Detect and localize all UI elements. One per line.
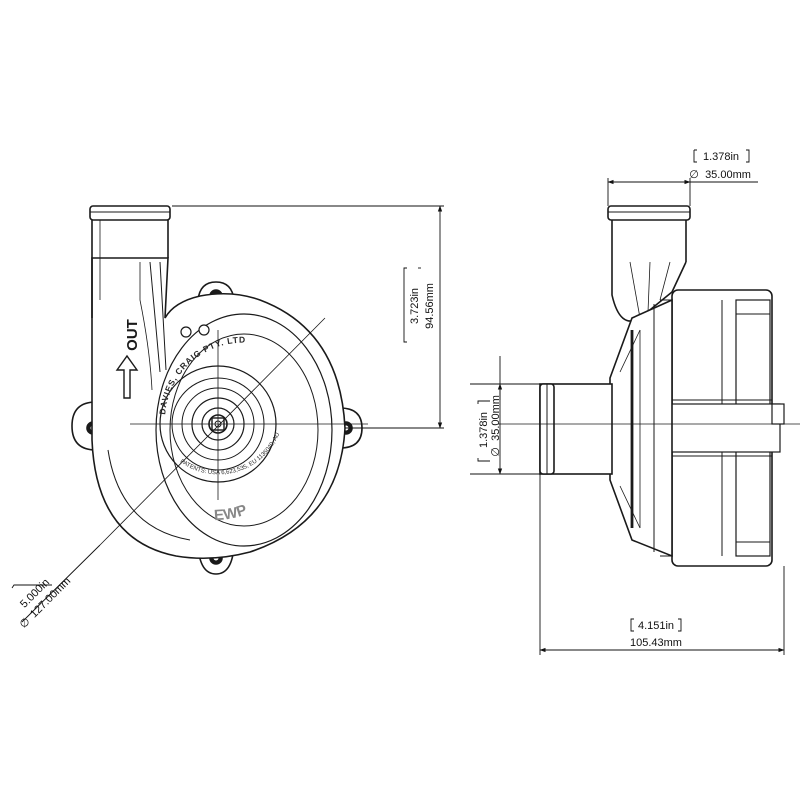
dim-outlet-in: 1.378in (703, 151, 739, 163)
dim-body-symbol: ∅ (18, 616, 33, 631)
side-outlet-pipe (607, 205, 691, 322)
outlet-label: OUT (124, 319, 141, 351)
dim-outlet-symbol: ∅ (689, 169, 699, 181)
dim-length-in: 4.151in (638, 620, 674, 632)
dim-height-in: 3.723in (409, 288, 421, 324)
dim-inlet-symbol: ∅ (490, 447, 502, 457)
dim-inlet-mm: 35.00mm (490, 395, 502, 441)
dim-inlet-in: 1.378in (478, 412, 490, 448)
dim-outlet-diameter (607, 149, 758, 206)
dim-inlet-diameter (470, 356, 540, 475)
center-lines (99, 317, 368, 546)
motor-housing (660, 289, 785, 567)
dim-outlet-mm: 35.00mm (705, 169, 751, 181)
flow-arrow (115, 354, 139, 399)
dim-length (539, 474, 785, 655)
dim-body-diameter (11, 544, 101, 623)
model-text: EWP (213, 501, 249, 524)
front-view-pump (71, 205, 363, 575)
volute-side (609, 298, 673, 558)
inlet-pipe (539, 383, 613, 475)
side-view-pump (539, 205, 785, 567)
dim-height-mm: 94.56mm (424, 283, 436, 329)
outlet-pipe (89, 205, 171, 391)
dim-height (172, 205, 444, 429)
dim-length-mm: 105.43mm (630, 637, 682, 649)
